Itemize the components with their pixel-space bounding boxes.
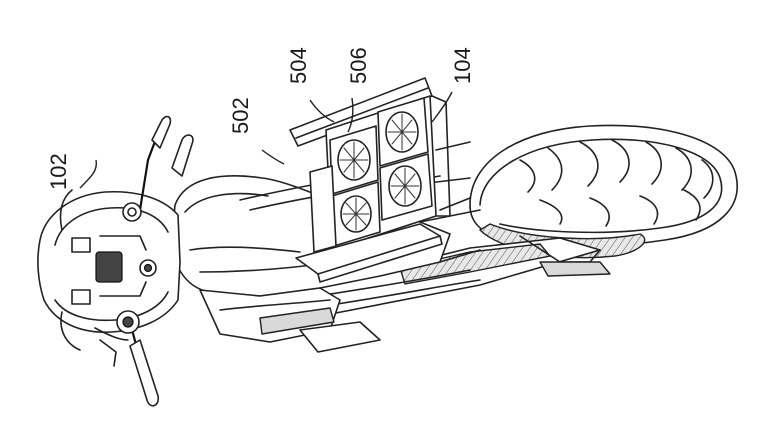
reference-leaders: [79, 91, 453, 189]
fan-2: [377, 97, 429, 167]
label-506: 506: [346, 47, 371, 84]
label-104: 104: [450, 47, 475, 84]
label-102: 102: [46, 153, 71, 190]
leader-104: [431, 91, 453, 123]
leader-506: [347, 97, 354, 133]
rear-wheel: [469, 124, 738, 259]
leader-504: [309, 99, 335, 123]
fan-assembly: [289, 77, 471, 283]
handlebars: [94, 115, 194, 407]
leader-502: [261, 149, 285, 165]
label-504: 504: [286, 47, 311, 84]
label-502: 502: [228, 97, 253, 134]
reference-labels: 102 502 504 506 104: [46, 47, 475, 190]
leader-102: [79, 159, 98, 189]
fan-4: [379, 153, 433, 221]
front-fairing: [37, 189, 181, 351]
